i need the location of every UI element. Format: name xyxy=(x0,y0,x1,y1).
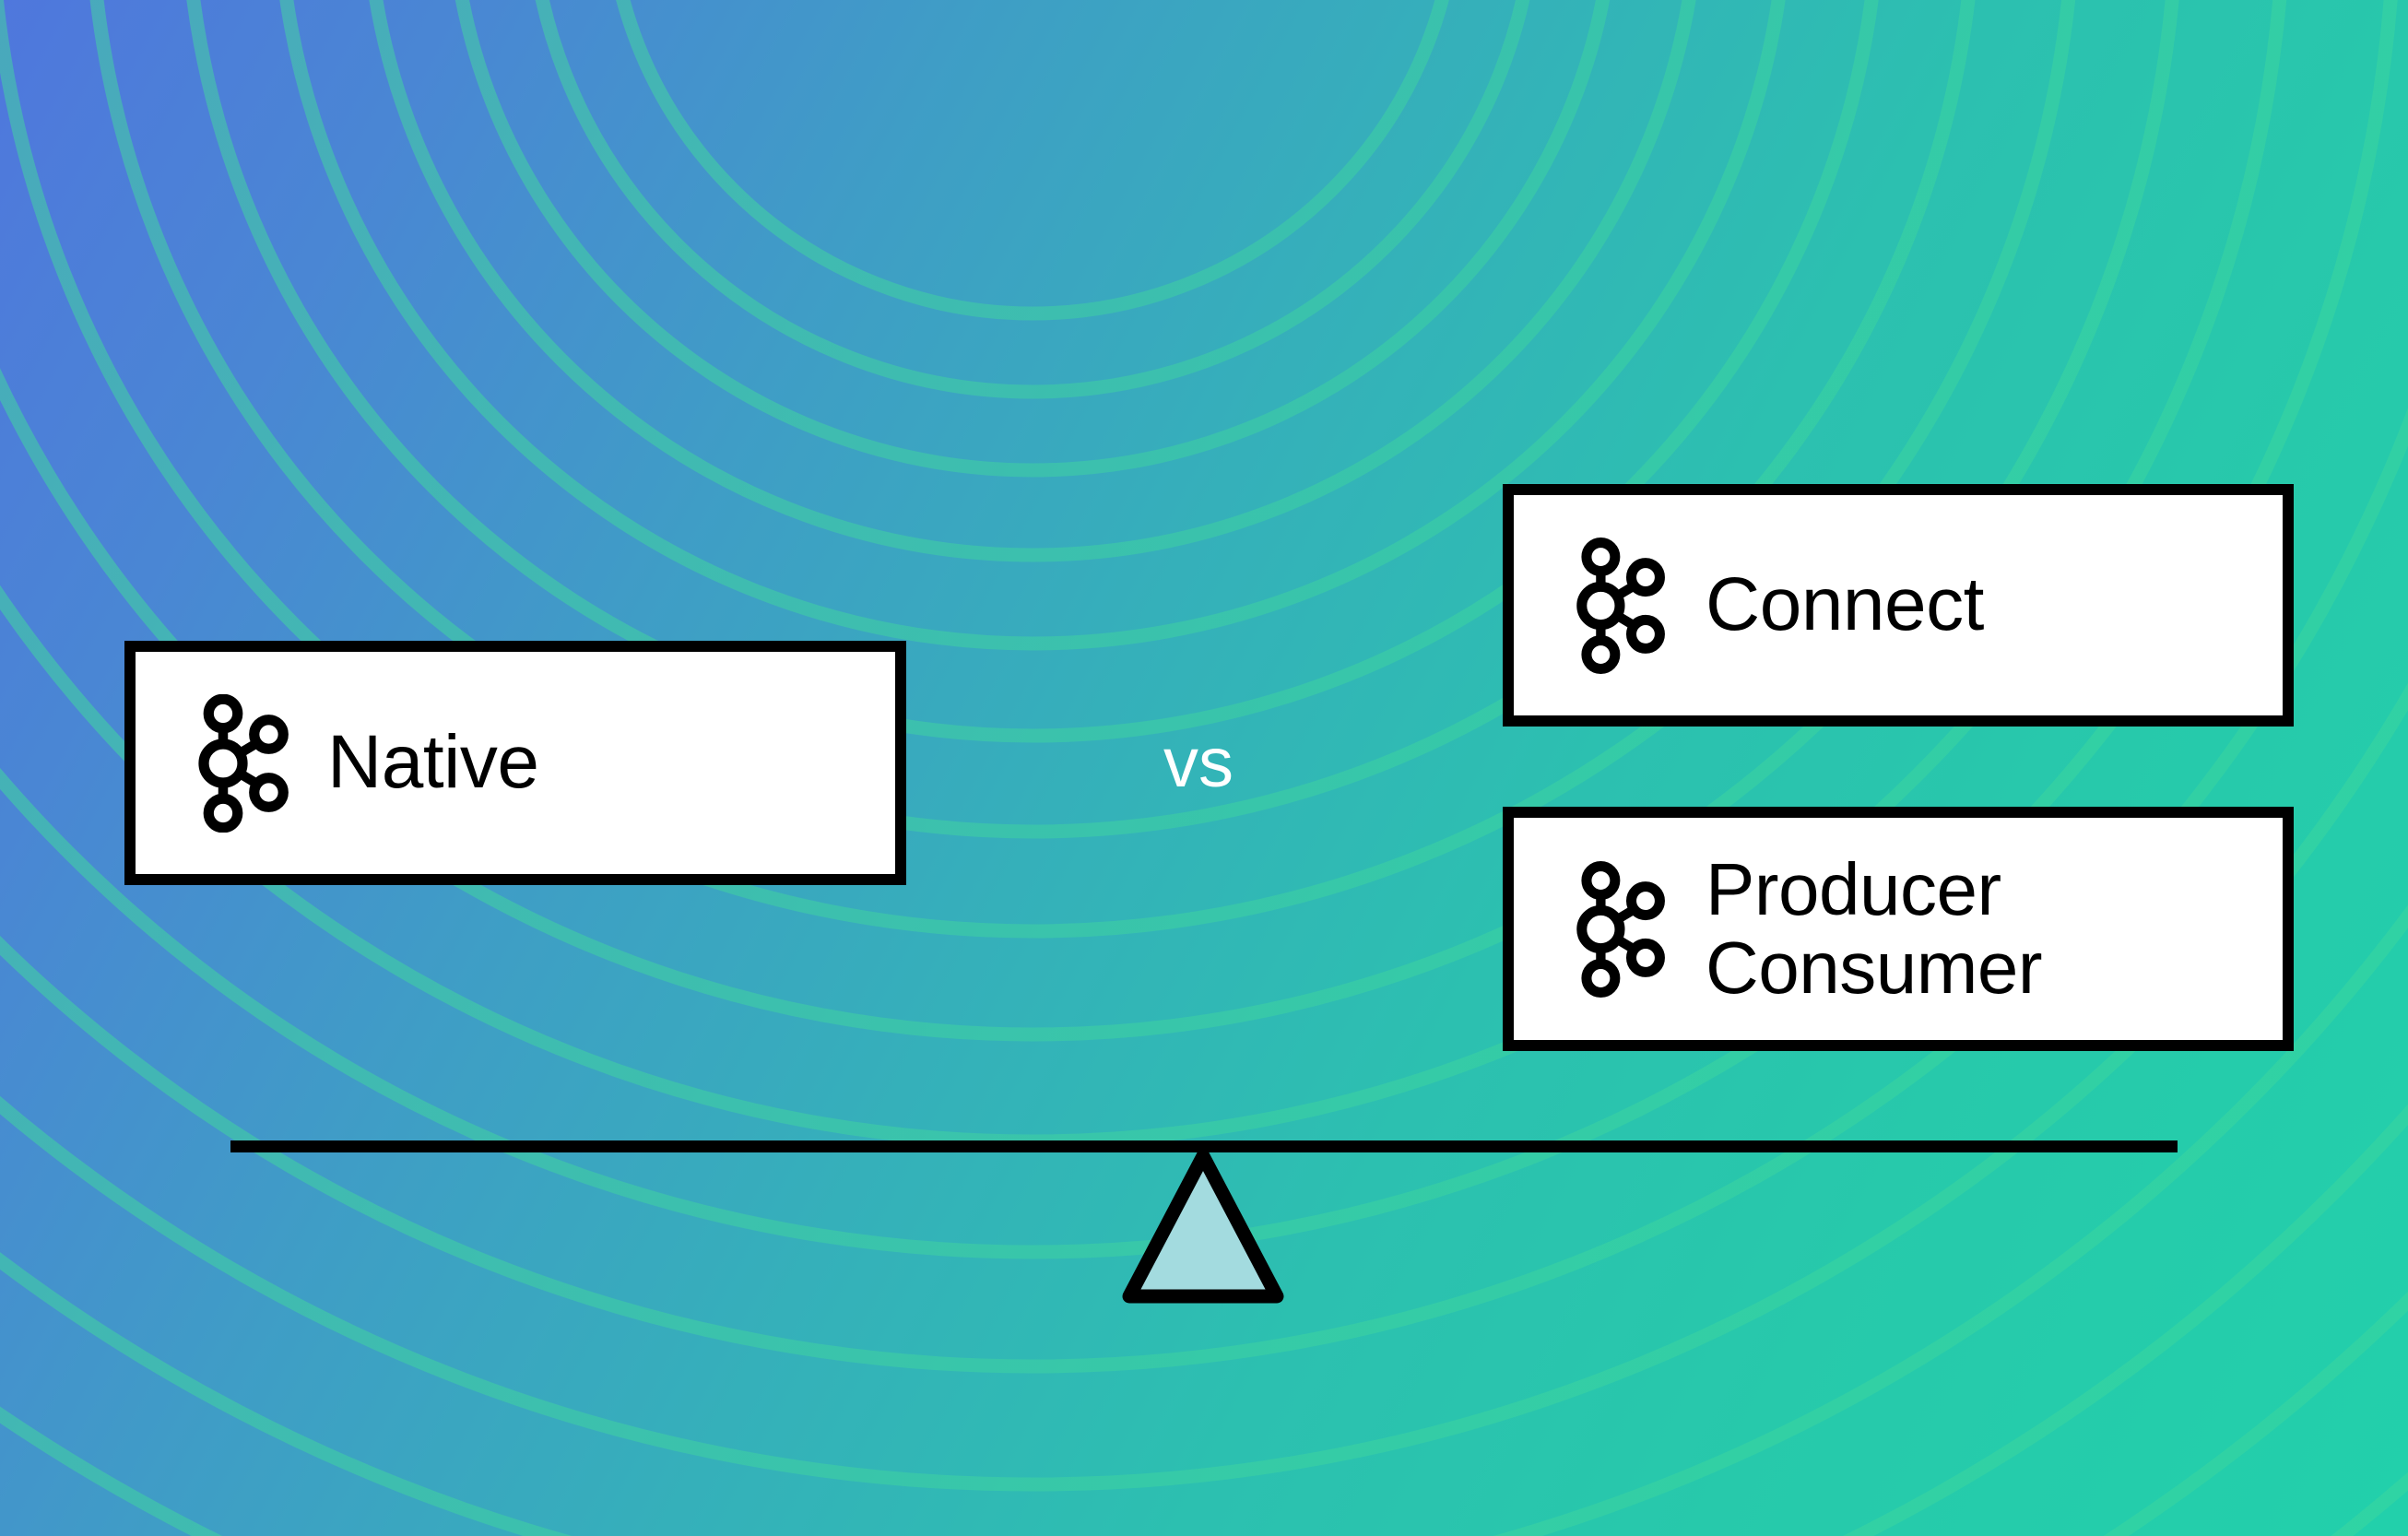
fulcrum-triangle xyxy=(1122,1149,1284,1304)
card-label-connect: Connect xyxy=(1706,562,1984,647)
kafka-logo-icon xyxy=(1576,860,1665,998)
kafka-logo-icon xyxy=(198,693,289,833)
comparison-card-producer-consumer[interactable]: Producer Consumer xyxy=(1503,807,2294,1051)
card-label-native: Native xyxy=(327,720,539,805)
kafka-logo-icon xyxy=(1576,537,1665,674)
balance-beam xyxy=(230,1140,2178,1152)
comparison-card-connect[interactable]: Connect xyxy=(1503,484,2294,727)
card-label-producer-consumer: Producer Consumer xyxy=(1706,847,2043,1009)
comparison-card-native[interactable]: Native xyxy=(124,641,906,885)
versus-label: vs xyxy=(1163,724,1234,802)
